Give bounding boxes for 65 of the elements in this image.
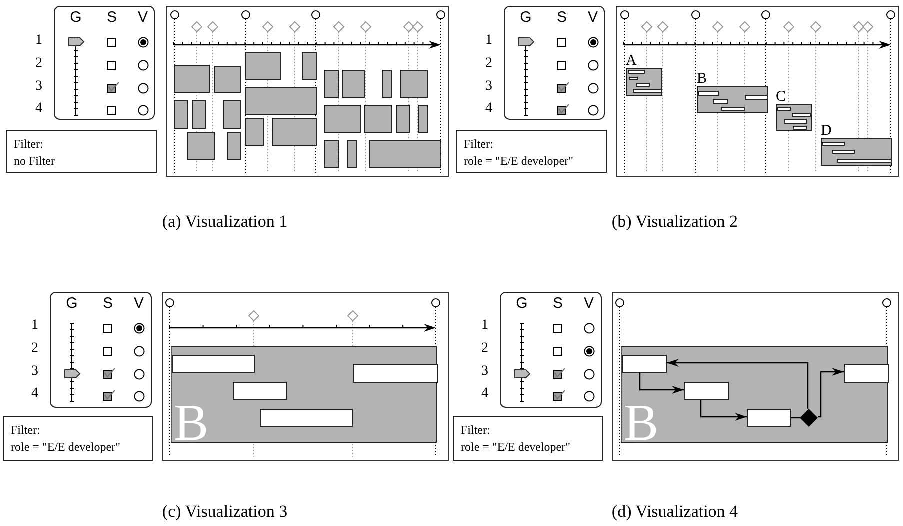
row-number: 4	[30, 386, 40, 402]
caption: (b) Visualization 2	[610, 212, 740, 232]
caption: (a) Visualization 1	[161, 212, 289, 232]
arrow	[700, 400, 747, 421]
row-number: 2	[30, 341, 40, 357]
column-header: S	[552, 296, 564, 312]
column-header: S	[106, 10, 118, 26]
filter-box	[453, 416, 603, 461]
filter-label: Filter:	[464, 136, 494, 153]
row-number: 4	[480, 386, 490, 402]
row-number: 2	[484, 56, 494, 72]
task-box	[844, 364, 889, 383]
task-box	[747, 409, 791, 427]
filter-text: no Filter	[14, 153, 55, 170]
column-header: G	[519, 10, 533, 26]
row-number: 3	[30, 364, 40, 380]
row-number: 4	[34, 101, 44, 117]
filter-text: role = "E/E developer"	[464, 153, 574, 170]
filter-label: Filter:	[461, 422, 490, 439]
group-label: C	[776, 91, 786, 104]
control-panel	[500, 292, 602, 408]
filter-box	[456, 130, 607, 173]
group-label: A	[626, 55, 637, 68]
control-panel	[54, 6, 155, 120]
column-header: G	[65, 296, 79, 312]
column-header: V	[586, 10, 599, 26]
control-panel	[504, 6, 605, 120]
column-header: G	[515, 296, 529, 312]
column-header: V	[132, 296, 145, 312]
caption: (d) Visualization 4	[610, 502, 740, 522]
row-number: 1	[34, 33, 44, 49]
row-number: 1	[480, 318, 490, 334]
group-label: D	[821, 125, 832, 138]
column-header: S	[556, 10, 568, 26]
connector-line	[791, 417, 800, 419]
column-header: V	[136, 10, 149, 26]
row-number: 3	[480, 364, 490, 380]
row-number: 1	[484, 33, 494, 49]
group-label: B	[697, 73, 708, 86]
row-number: 3	[484, 79, 494, 95]
column-header: G	[69, 10, 83, 26]
arrow	[639, 373, 684, 394]
row-number: 3	[34, 79, 44, 95]
filter-box	[6, 130, 157, 173]
filter-label: Filter:	[14, 136, 44, 153]
task-box	[684, 382, 729, 400]
row-number: 4	[484, 101, 494, 117]
band-letter: B	[624, 406, 659, 442]
filter-label: Filter:	[11, 422, 40, 439]
row-number: 2	[34, 56, 44, 72]
row-number: 2	[480, 341, 490, 357]
column-header: S	[102, 296, 114, 312]
filter-text: role = "E/E developer"	[11, 439, 121, 456]
filter-text: role = "E/E developer"	[461, 439, 571, 456]
decision-diamond	[800, 409, 818, 427]
column-header: V	[582, 296, 595, 312]
task-box	[622, 355, 667, 373]
filter-box	[3, 416, 153, 461]
caption: (c) Visualization 3	[161, 502, 289, 522]
band-letter: B	[174, 406, 209, 442]
control-panel	[50, 292, 152, 408]
arrow	[818, 368, 844, 418]
group-band	[621, 346, 888, 443]
arrow	[667, 359, 809, 409]
row-number: 1	[30, 318, 40, 334]
